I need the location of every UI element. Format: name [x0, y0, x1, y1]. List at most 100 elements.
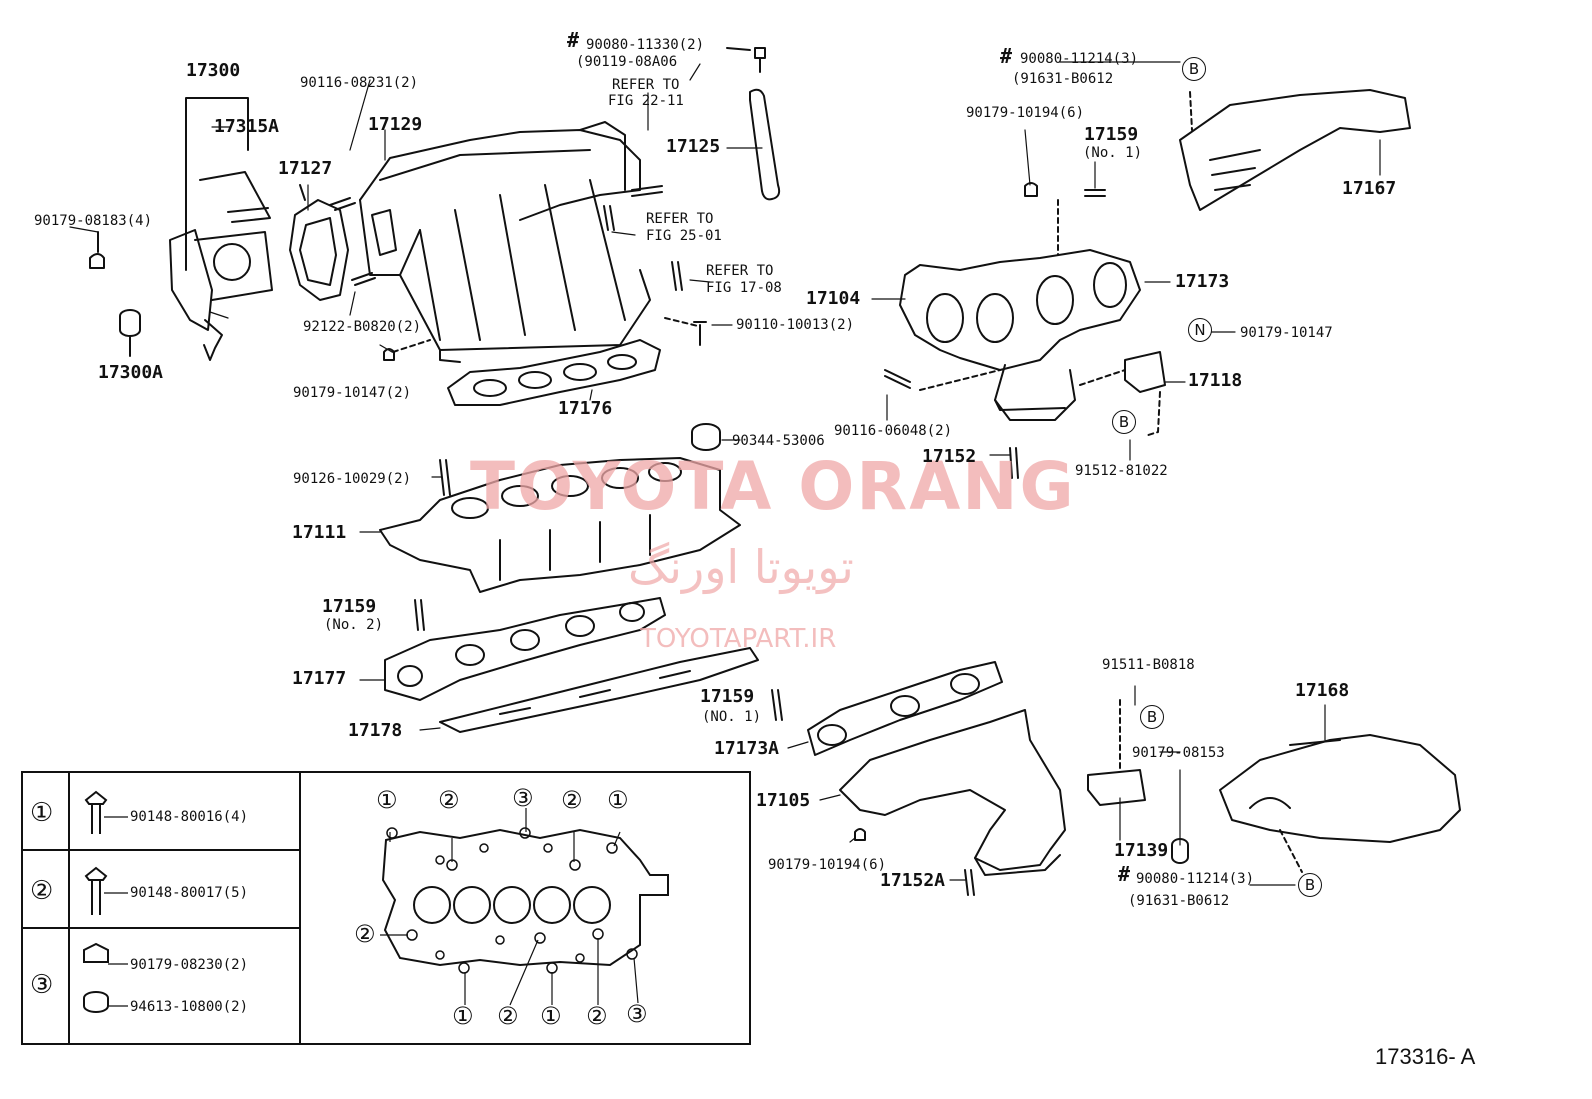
label-90080-11214-bot: 90080-11214(3): [1136, 871, 1255, 887]
label-90179-08183: 90179-08183(4): [34, 213, 153, 229]
label-90179-10194-top: 90179-10194(6): [966, 105, 1085, 121]
legend-key-2: ②: [30, 876, 54, 906]
label-17129: 17129: [368, 114, 423, 135]
ref-circle-B-3: B: [1140, 705, 1164, 729]
heat-insulator-17168: [1219, 734, 1461, 843]
pattern-top-3: ③: [512, 784, 534, 812]
label-91511-B0818: 91511-B0818: [1102, 657, 1195, 673]
label-17104: 17104: [806, 288, 861, 309]
intake-manifold-17111: [379, 457, 741, 593]
label-17168: 17168: [1295, 680, 1350, 701]
ref-circle-N: N: [1188, 318, 1212, 342]
exhaust-manifold-17104: [899, 249, 1141, 421]
label-17178: 17178: [348, 720, 403, 741]
pattern-top-1: ①: [376, 786, 398, 814]
legend-key-1: ①: [30, 798, 54, 828]
label-90110-10013: 90110-10013(2): [736, 317, 855, 333]
label-92122-B0820: 92122-B0820(2): [303, 319, 422, 335]
refer-fig-22-11-line1: REFER TO: [612, 77, 680, 93]
label-17159-no1-top-sub: (No. 1): [1083, 145, 1143, 161]
label-17173: 17173: [1175, 271, 1230, 292]
gasket-17176: [447, 339, 661, 406]
label-90116-08231: 90116-08231(2): [300, 75, 419, 91]
label-17159-no2: 17159: [322, 596, 377, 617]
refer-fig-22-11-line2: FIG 22-11: [608, 93, 684, 109]
label-90080-11330: 90080-11330(2): [586, 37, 705, 53]
gasket-17177: [384, 597, 666, 701]
label-17176: 17176: [558, 398, 613, 419]
legend-part-90148-80016: 90148-80016(4): [130, 809, 249, 825]
label-17118: 17118: [1188, 370, 1243, 391]
label-17177: 17177: [292, 668, 347, 689]
bracket-17118: [1124, 351, 1166, 393]
label-90179-10147: 90179-10147: [1240, 325, 1333, 341]
bracket-17139: [1087, 769, 1146, 806]
label-90179-10147-2: 90179-10147(2): [293, 385, 412, 401]
part-90179-08183: [89, 253, 105, 269]
label-90179-08153: 90179-08153: [1132, 745, 1225, 761]
hash-mark-1: #: [567, 28, 580, 52]
watermark-brand: TOYOTA ORANG: [470, 448, 1076, 525]
label-17139: 17139: [1114, 840, 1169, 861]
label-17105: 17105: [756, 790, 811, 811]
label-17159-no1-top: 17159: [1084, 124, 1139, 145]
label-90126-10029: 90126-10029(2): [293, 471, 412, 487]
pattern-bottom-2: ②: [497, 1002, 519, 1030]
watermark-site: TOYOTAPART.IR: [640, 624, 837, 654]
gasket-17178: [439, 647, 759, 733]
label-90119-08A06: (90119-08A06: [576, 54, 678, 70]
label-91512-81022: 91512-81022: [1075, 463, 1168, 479]
legend-part-94613-10800: 94613-10800(2): [130, 999, 249, 1015]
figure-id: 173316- A: [1375, 1044, 1476, 1069]
label-17173A: 17173A: [714, 738, 780, 759]
label-91631-B0612-top: (91631-B0612: [1012, 71, 1114, 87]
pattern-top-5: ①: [607, 786, 629, 814]
intake-plenum-17129: [359, 121, 651, 363]
rod-17125: [749, 88, 781, 201]
legend-part-90179-08230: 90179-08230(2): [130, 957, 249, 973]
label-17159-no2-sub: (No. 2): [324, 617, 384, 633]
ref-circle-B-4: B: [1298, 873, 1322, 897]
pattern-bottom-5: ③: [626, 1000, 648, 1028]
exhaust-manifold-17105: [839, 709, 1066, 871]
pattern-bottom-1: ①: [452, 1002, 474, 1030]
refer-fig-25-01-line1: REFER TO: [646, 211, 714, 227]
label-90080-11214-top: 90080-11214(3): [1020, 51, 1139, 67]
heat-insulator-17167: [1179, 89, 1411, 211]
pattern-bottom-3: ①: [540, 1002, 562, 1030]
pattern-top-4: ②: [561, 786, 583, 814]
legend-part-90148-80017: 90148-80017(5): [130, 885, 249, 901]
label-17125: 17125: [666, 136, 721, 157]
label-17159-no1-mid-sub: (NO. 1): [702, 709, 762, 725]
legend-key-3: ③: [30, 970, 54, 1000]
gasket-17127: [289, 199, 349, 301]
label-17127: 17127: [278, 158, 333, 179]
pattern-bottom-4: ②: [586, 1002, 608, 1030]
watermark-arabic: تویوتا اورنگ: [628, 540, 854, 594]
label-17300A: 17300A: [98, 362, 164, 383]
throttle-body-17300: [169, 97, 273, 361]
refer-fig-17-08-line1: REFER TO: [706, 263, 774, 279]
refer-fig-17-08-line2: FIG 17-08: [706, 280, 782, 296]
pattern-top-2: ②: [438, 786, 460, 814]
label-90116-06048: 90116-06048(2): [834, 423, 953, 439]
ref-circle-B-1: B: [1182, 57, 1206, 81]
label-17159-no1-mid: 17159: [700, 686, 755, 707]
pattern-left: ②: [354, 920, 376, 948]
label-17111: 17111: [292, 522, 347, 543]
label-17152A: 17152A: [880, 870, 946, 891]
label-17315A: 17315A: [214, 116, 280, 137]
label-17167: 17167: [1342, 178, 1397, 199]
label-17300: 17300: [186, 60, 241, 81]
hash-mark-2: #: [1000, 44, 1013, 68]
part-17300A: [119, 309, 141, 337]
label-91631-B0612-bot: (91631-B0612: [1128, 893, 1230, 909]
label-17152: 17152: [922, 446, 977, 467]
refer-fig-25-01-line2: FIG 25-01: [646, 228, 722, 244]
ref-circle-B-2: B: [1112, 410, 1136, 434]
legend-table: [21, 771, 751, 1045]
label-90344-53006: 90344-53006: [732, 433, 825, 449]
hash-mark-3: #: [1118, 862, 1131, 886]
